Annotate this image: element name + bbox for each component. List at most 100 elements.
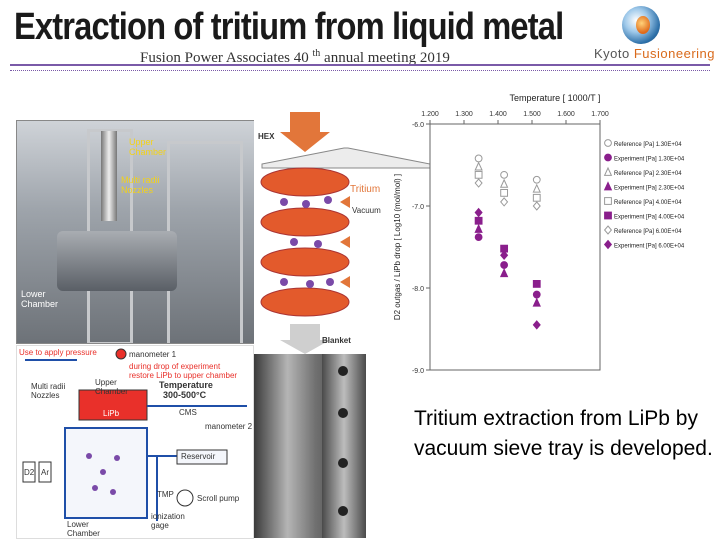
legend-marker (604, 153, 612, 162)
subtitle-post: annual meeting 2019 (320, 50, 450, 66)
legend-marker (603, 225, 613, 235)
schem-cms: CMS (179, 408, 197, 417)
schem-temperature: Temperature (159, 380, 213, 390)
droplet (280, 198, 288, 206)
reservoir-shape (176, 449, 228, 465)
schem-ar: Ar (41, 468, 49, 477)
schem-tmp: TMP (157, 490, 174, 499)
apparatus-vessel (57, 231, 177, 291)
sieve-tray-1 (260, 167, 350, 197)
header-divider (10, 64, 710, 71)
sieve-tray-illustration: HEX Tritium Vacuum Blanket (254, 104, 432, 354)
subtitle-sup: th (312, 48, 321, 59)
blanket-arrow-icon (280, 324, 330, 354)
sieve-tray-svg (260, 112, 431, 354)
manometer1-icon (115, 348, 127, 360)
sieve-tray-3 (260, 247, 350, 277)
data-point (474, 216, 483, 225)
schem-manometer2: manometer 2 (205, 422, 253, 431)
scroll-pump-icon (176, 489, 194, 507)
lower-chamber-shape (64, 427, 148, 519)
droplet (324, 196, 332, 204)
schem-apply-pressure: Use to apply pressure (19, 348, 97, 357)
legend-entry: Reference [Pa] 2.30E+04 (614, 171, 682, 177)
y-tick-label: -9.0 (412, 368, 424, 375)
droplet (280, 278, 288, 286)
droplet-image (338, 366, 348, 376)
label-hex: HEX (258, 132, 275, 141)
schem-reservoir: Reservoir (181, 452, 216, 461)
logo-part1: Kyoto (594, 46, 634, 61)
top-tick-label: 1.500 (523, 111, 541, 118)
legend-entry: Experiment [Pa] 4.00E+04 (614, 215, 685, 221)
data-point (474, 207, 483, 218)
schem-during-drop: during drop of experiment (129, 362, 221, 371)
legend-entry: Reference [Pa] 4.00E+04 (614, 200, 682, 206)
logo-orb-icon (622, 6, 660, 44)
droplet (114, 455, 120, 461)
data-point (499, 268, 509, 278)
droplet (92, 485, 98, 491)
outgas-chart-svg: Temperature [ 1000/T ] 1.200 1.300 1.400 1.5… (393, 93, 685, 375)
apparatus-column (101, 131, 117, 221)
hex-arrow-icon (280, 112, 330, 152)
data-point (474, 178, 483, 188)
sieve-tray-2 (260, 207, 350, 237)
top-axis-label: Temperature [ 1000/T ] (510, 93, 601, 103)
outgas-chart: Temperature [ 1000/T ] 1.200 1.300 1.400 1.5… (388, 86, 714, 376)
data-point (532, 193, 541, 202)
data-point (474, 233, 483, 242)
data-point (500, 188, 509, 197)
company-logo: Kyoto Fusioneering (594, 46, 715, 61)
tritium-arrow-icon (340, 236, 350, 248)
top-tick-label: 1.600 (557, 111, 575, 118)
droplet (100, 469, 106, 475)
schem-temp-range: 300-500°C (163, 390, 207, 400)
data-point (500, 261, 509, 269)
schem-lower-chamber: Lower Chamber (67, 520, 100, 538)
photo-label-lower-chamber: Lower Chamber (21, 289, 59, 309)
tritium-arrow-icon (340, 196, 350, 208)
top-tick-label: 1.200 (421, 111, 439, 118)
data-point (532, 297, 541, 307)
label-tritium: Tritium (350, 184, 381, 195)
d2-cylinder-icon (22, 461, 36, 483)
plot-area (429, 123, 601, 371)
y-axis-label: D2 outgas / LiPb drop [ Log10 (mol/mol) … (393, 174, 402, 320)
sieve-tray-4 (260, 287, 350, 317)
legend-entry: Experiment [Pa] 2.30E+04 (614, 186, 685, 192)
schem-upper-chamber: Upper Chamber (95, 378, 128, 396)
data-point (532, 290, 541, 299)
droplet (110, 489, 116, 495)
slide-subtitle: Fusion Power Associates 40 th annual mee… (140, 48, 450, 67)
top-tick-label: 1.300 (455, 111, 473, 118)
data-point (500, 250, 509, 260)
droplet (86, 453, 92, 459)
schem-ionization-gage: ionization gage (151, 512, 185, 530)
droplet-image (338, 458, 348, 468)
droplet (326, 278, 334, 286)
slide-caption: Tritium extraction from LiPb by vacuum s… (414, 407, 713, 460)
schem-lipb: LiPb (103, 409, 120, 418)
data-point (500, 170, 509, 179)
label-blanket: Blanket (322, 336, 351, 345)
top-tick-label: 1.700 (591, 111, 609, 118)
legend-marker (604, 197, 612, 205)
droplet (302, 200, 310, 208)
schem-scroll-pump: Scroll pump (197, 494, 240, 503)
top-tick-label: 1.400 (489, 111, 507, 118)
label-vacuum: Vacuum (352, 206, 381, 215)
apparatus-frame-right (167, 141, 243, 343)
legend-entry: Reference [Pa] 1.30E+04 (614, 142, 682, 148)
subtitle-pre: Fusion Power Associates 40 (140, 50, 309, 66)
legend-entry: Reference [Pa] 6.00E+04 (614, 229, 682, 235)
droplet-image (338, 408, 348, 418)
y-tick-label: -7.0 (412, 204, 424, 211)
data-point (532, 201, 541, 211)
droplet (314, 240, 322, 248)
legend-marker (603, 181, 613, 191)
droplet-sequence-photo (322, 354, 366, 538)
data-point (532, 183, 541, 193)
data-point (500, 197, 509, 207)
tritium-arrow-icon (340, 276, 350, 288)
